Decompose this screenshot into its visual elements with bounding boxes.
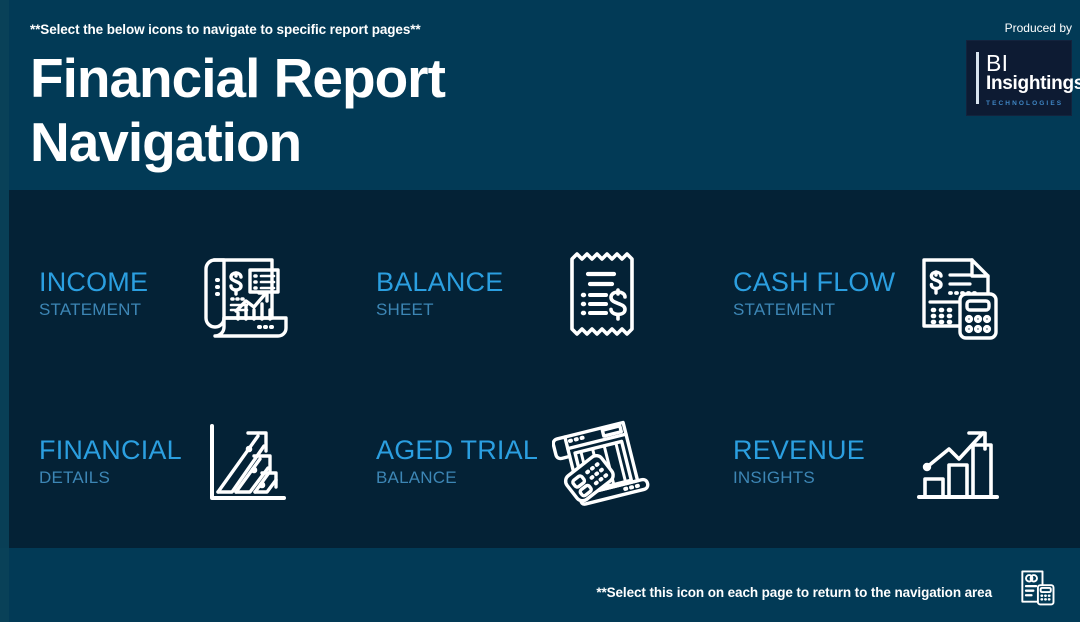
growth-arrows-chart-icon[interactable] xyxy=(189,407,299,517)
cash-flow-document-calculator-icon[interactable] xyxy=(903,239,1013,349)
nav-item-title: AGED TRIAL xyxy=(376,435,539,465)
return-to-navigation-icon[interactable] xyxy=(1008,558,1066,616)
nav-item-title: INCOME xyxy=(39,267,149,297)
nav-item-subtitle: STATEMENT xyxy=(39,300,142,319)
footer-hint-text: **Select this icon on each page to retur… xyxy=(596,585,992,600)
page-title-line-1: Financial Report xyxy=(30,47,446,109)
nav-item-labels: AGED TRIAL BALANCE xyxy=(366,435,546,489)
income-statement-icon[interactable] xyxy=(189,239,299,349)
page-title: Financial Report Navigation xyxy=(30,46,670,174)
navigation-grid: INCOME STATEMENT xyxy=(9,198,1080,546)
header-band xyxy=(0,0,1080,190)
nav-item-labels: REVENUE INSIGHTS xyxy=(723,435,903,489)
logo-line-name: Insightings xyxy=(986,72,1080,94)
spreadsheet-calculator-icon[interactable] xyxy=(546,407,656,517)
nav-item-subtitle: INSIGHTS xyxy=(733,468,815,487)
nav-item-title: BALANCE xyxy=(376,267,504,297)
logo-line-bi: BI xyxy=(986,49,1009,76)
logo-line-tech: TECHNOLOGIES xyxy=(986,99,1064,107)
nav-item-labels: INCOME STATEMENT xyxy=(9,267,189,321)
nav-item-revenue-insights[interactable]: REVENUE INSIGHTS xyxy=(723,382,1080,542)
nav-item-subtitle: DETAILS xyxy=(39,468,110,487)
nav-item-financial-details[interactable]: FINANCIAL DETAILS xyxy=(9,382,366,542)
bar-chart-trend-arrow-icon[interactable] xyxy=(903,407,1013,517)
nav-item-title: FINANCIAL xyxy=(39,435,182,465)
nav-item-title: REVENUE xyxy=(733,435,865,465)
nav-item-labels: FINANCIAL DETAILS xyxy=(9,435,189,489)
navigation-row-1: INCOME STATEMENT xyxy=(9,214,1080,374)
footer-band xyxy=(0,548,1080,622)
left-edge-strip xyxy=(0,0,9,622)
nav-item-labels: CASH FLOW STATEMENT xyxy=(723,267,903,321)
nav-item-subtitle: SHEET xyxy=(376,300,434,319)
nav-item-title: CASH FLOW xyxy=(733,267,896,297)
logo-accent-bar xyxy=(976,52,979,104)
nav-item-subtitle: BALANCE xyxy=(376,468,457,487)
balance-sheet-receipt-icon[interactable] xyxy=(546,239,656,349)
nav-item-labels: BALANCE SHEET xyxy=(366,267,546,321)
produced-by-label: Produced by xyxy=(1004,21,1072,35)
nav-item-subtitle: STATEMENT xyxy=(733,300,836,319)
navigation-row-2: FINANCIAL DETAILS xyxy=(9,382,1080,542)
page-title-line-2: Navigation xyxy=(30,111,302,173)
bi-insightings-logo: BI Insightings TECHNOLOGIES xyxy=(966,40,1080,116)
nav-item-aged-trial-balance[interactable]: AGED TRIAL BALANCE xyxy=(366,382,723,542)
nav-item-cash-flow-statement[interactable]: CASH FLOW STATEMENT xyxy=(723,214,1080,374)
nav-item-income-statement[interactable]: INCOME STATEMENT xyxy=(9,214,366,374)
navigation-hint-text: **Select the below icons to navigate to … xyxy=(30,22,421,37)
logo-text-group: BI Insightings TECHNOLOGIES xyxy=(986,50,1080,107)
nav-item-balance-sheet[interactable]: BALANCE SHEET xyxy=(366,214,723,374)
